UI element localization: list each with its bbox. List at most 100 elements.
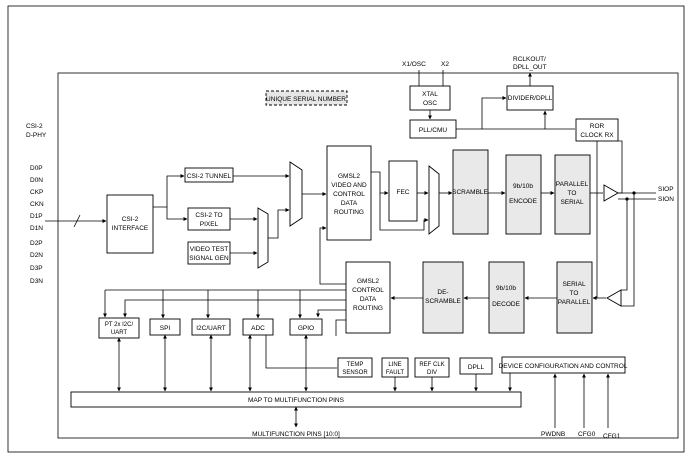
dpll-text: DPLL: [468, 364, 485, 371]
rx-buffer: [606, 289, 622, 307]
decode-text-2: DECODE: [492, 301, 520, 308]
pwdnb-label: PWDNB: [541, 431, 565, 438]
ref-clk-text-2: DIV: [427, 370, 437, 376]
pin-label: D3N: [30, 278, 43, 285]
csi-to-pixel-text-1: CSI-2 TO: [195, 212, 222, 219]
i2c-uart-text: I2C/UART: [196, 325, 226, 332]
gmsl2-control-routing-box: [345, 261, 391, 334]
temp-sensor-box: [337, 357, 373, 378]
spi-text: SPI: [160, 325, 171, 332]
descramble-text-1: DE-: [437, 289, 448, 296]
fec-bypass: [379, 193, 429, 231]
gmsl2-ctrl-text-line: CONTROL: [352, 287, 384, 294]
parallel-to-serial-box: [554, 154, 591, 235]
s2p-text-line: TO: [570, 290, 579, 297]
csi-to-pixel: [166, 207, 188, 221]
temp-text-2: SENSOR: [342, 370, 368, 376]
line-fault-text-2: FAULT: [386, 370, 405, 376]
descramble-text-2: SCRAMBLE: [425, 298, 461, 305]
svg-text:D-PHY: D-PHY: [26, 132, 47, 139]
csi2-tunnel-box: [184, 167, 234, 183]
temp-text-1: TEMP: [347, 362, 364, 368]
device-config-box: [501, 356, 626, 374]
gmsl2-video-text-line: ROUTING: [334, 209, 364, 216]
chip-outline: [57, 72, 679, 439]
mfp-links: [117, 334, 512, 392]
xtal-text-2: OSC: [423, 100, 437, 107]
pin-label: D1N: [30, 225, 43, 232]
pin-label: D2N: [30, 252, 43, 259]
p2s-text-line: PARALLEL: [556, 181, 589, 188]
scramble-box: [452, 149, 489, 235]
pin-label: CKN: [30, 201, 44, 208]
gmsl2-ctrl-text-line: ROUTING: [353, 305, 383, 312]
p2s-text-line: TO: [568, 190, 577, 197]
ctrl-to-video: [319, 226, 346, 285]
s2p-text-line: SERIAL: [562, 281, 586, 288]
gmsl-to-fec: [371, 171, 389, 195]
ctrl-bus-1: [123, 299, 346, 318]
clock-rx-tap: [618, 140, 623, 194]
svg-text:CSI-2: CSI-2: [26, 123, 43, 130]
output-mux: [289, 161, 303, 227]
cfg1-label: CFG1: [603, 433, 621, 440]
divider-dpll-box: [506, 85, 554, 111]
xtal-text-1: XTAL: [422, 91, 438, 98]
pin-label: CKP: [30, 189, 43, 196]
siop-to-rx: [621, 193, 635, 307]
csi-dphy-label: CSI-2 D-PHY: [26, 123, 47, 139]
gmsl2-video-routing-box: [326, 145, 372, 241]
adc-to-temp: [265, 335, 337, 369]
gmsl2-video-text-line: CONTROL: [333, 191, 365, 198]
cfg0-label: CFG0: [578, 431, 596, 438]
pin-label: D2P: [30, 240, 43, 247]
pin-label: D3P: [30, 265, 43, 272]
video-mux: [257, 207, 269, 269]
scramble-text: SCRAMBLE: [452, 189, 488, 196]
pll-text: PLL/CMU: [419, 127, 447, 134]
s2p-text-line: PARALLEL: [558, 299, 591, 306]
p2s-text-line: SERIAL: [560, 199, 584, 206]
csi-interface-text-2: INTERFACE: [112, 225, 149, 232]
fec-box: [388, 160, 418, 222]
device-config-text: DEVICE CONFIGURATION AND CONTROL: [499, 363, 628, 370]
map-mfp-text: MAP TO MULTIFUNCTION PINS: [248, 397, 345, 404]
decode-text-1: 9b/10b: [496, 285, 516, 292]
pt-text-1: PT 2x I2C/: [105, 322, 134, 328]
pin-label: D1P: [30, 213, 43, 220]
ctrl-to-gpio: [316, 309, 346, 318]
line-fault-text-1: LINE: [388, 362, 401, 368]
rclkout-label-2: DPLL_OUT: [513, 64, 547, 71]
fec-text: FEC: [397, 189, 410, 196]
x2-label: X2: [441, 61, 449, 68]
fec-mux: [428, 165, 440, 235]
serial-to-parallel-box: [556, 261, 593, 334]
siop-label: SIOP: [658, 186, 674, 193]
csi-tunnel-text: CSI-2 TUNNEL: [187, 173, 232, 180]
gmsl2-video-text-line: GMSL2: [338, 173, 360, 180]
pin-label: D0N: [30, 177, 43, 184]
gmsl2-ctrl-text-line: GMSL2: [357, 278, 379, 285]
pll-to-divider: [456, 96, 507, 130]
ref-clk-text-1: REF CLK: [419, 362, 444, 368]
mfp-label: MULTIFUNCTION PINS [10:0]: [252, 431, 340, 438]
csi-interface-text-1: CSI-2: [122, 216, 139, 223]
gmsl2-ctrl-text-line: DATA: [360, 296, 377, 303]
encode-box: [505, 154, 542, 235]
p2s-text: PARALLEL TO SERIAL: [556, 181, 589, 206]
unique-serial-text: UNIQUE SERIAL NUMBER: [266, 96, 346, 103]
csi-to-pixel-text-2: PIXEL: [200, 221, 219, 228]
ror-text-1: ROR: [590, 123, 605, 130]
csi2-interface-box: [106, 194, 154, 254]
video-test-text-2: SIGNAL GEN: [189, 255, 229, 262]
tx-driver: [603, 184, 619, 202]
ctrl-bus-2: [335, 319, 346, 336]
xtal-osc-box: [409, 85, 451, 111]
unique-serial-box: [265, 90, 348, 106]
csi-to-tunnel: [153, 174, 185, 208]
ror-text-2: CLOCK RX: [580, 132, 614, 139]
